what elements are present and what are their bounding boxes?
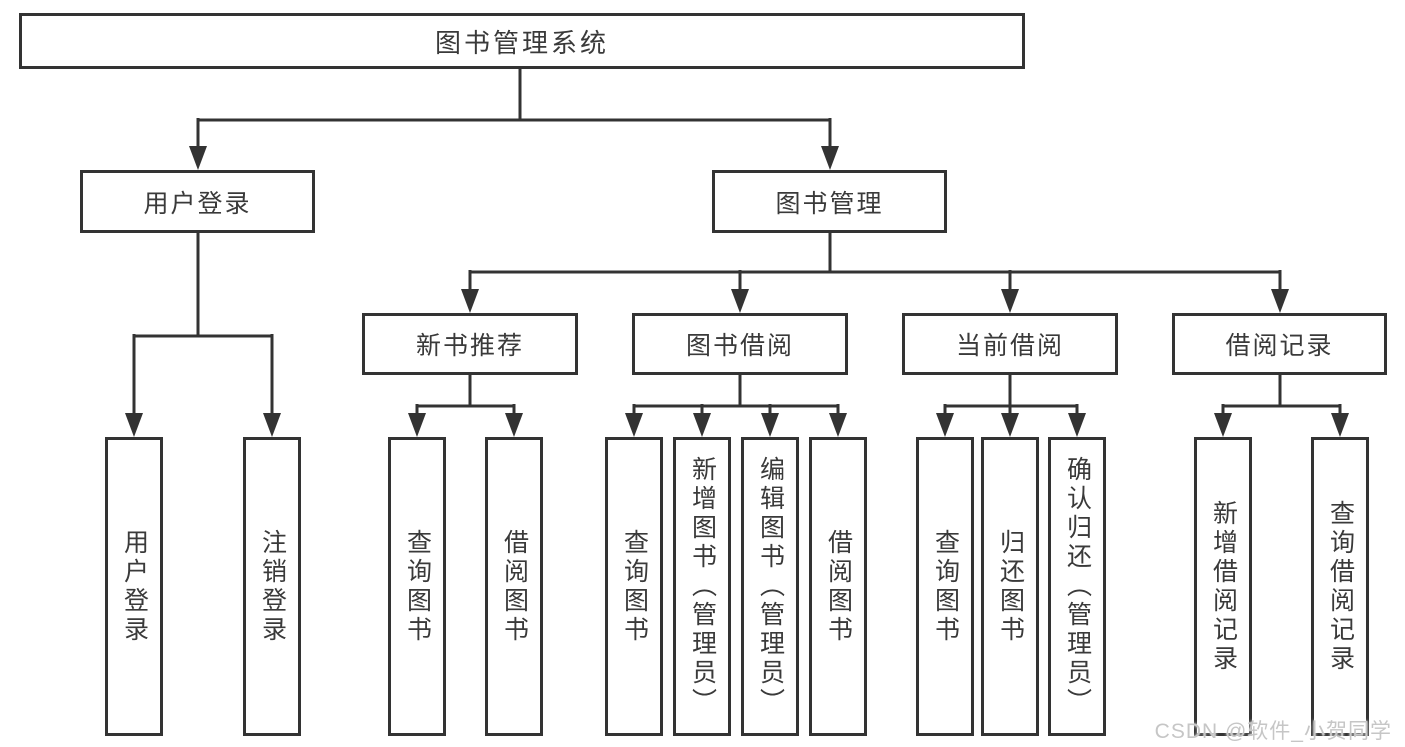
leaf-current-query-books: 查询图书: [916, 437, 974, 736]
leaf-borrow-query-books-label: 查询图书: [620, 528, 649, 645]
leaf-borrow-query-books: 查询图书: [605, 437, 663, 736]
node-borrow-records: 借阅记录: [1172, 313, 1387, 375]
node-root-label: 图书管理系统: [434, 27, 609, 58]
arrowheads: [125, 146, 1349, 437]
leaf-borrow-borrow-books-label: 借阅图书: [824, 528, 853, 645]
node-root: 图书管理系统: [19, 13, 1025, 69]
leaf-borrow-edit-books-admin-label: 编辑图书（管理员）: [756, 456, 785, 717]
leaf-user-login: 用户登录: [105, 437, 163, 736]
leaf-current-query-books-label: 查询图书: [931, 528, 960, 645]
leaf-borrow-add-books-admin-label: 新增图书（管理员）: [688, 456, 717, 717]
node-new-book-rec: 新书推荐: [362, 313, 578, 375]
node-new-book-rec-label: 新书推荐: [415, 332, 524, 360]
leaf-user-login-label: 用户登录: [120, 528, 149, 645]
leaf-current-confirm-return-admin-label: 确认归还（管理员）: [1063, 456, 1092, 717]
leaf-borrow-borrow-books: 借阅图书: [809, 437, 867, 736]
leaf-borrow-edit-books-admin: 编辑图书（管理员）: [741, 437, 799, 736]
leaf-newbook-query-books: 查询图书: [388, 437, 446, 736]
leaf-newbook-borrow-books: 借阅图书: [485, 437, 543, 736]
csdn-watermark: CSDN @软件_小贺同学: [1154, 720, 1392, 743]
node-book-borrow: 图书借阅: [632, 313, 848, 375]
leaf-records-add-record: 新增借阅记录: [1194, 437, 1252, 736]
node-book-borrow-label: 图书借阅: [685, 332, 794, 360]
node-current-borrow: 当前借阅: [902, 313, 1118, 375]
leaf-newbook-borrow-books-label: 借阅图书: [500, 528, 529, 645]
node-book-mgmt-label: 图书管理: [775, 189, 884, 218]
leaf-current-return-books-label: 归还图书: [996, 528, 1025, 645]
node-current-borrow-label: 当前借阅: [955, 332, 1064, 360]
node-user-login-label: 用户登录: [143, 189, 252, 218]
node-user-login: 用户登录: [80, 170, 315, 233]
leaf-current-return-books: 归还图书: [981, 437, 1039, 736]
leaf-records-query-record: 查询借阅记录: [1311, 437, 1369, 736]
leaf-records-query-record-label: 查询借阅记录: [1326, 499, 1355, 674]
node-borrow-records-label: 借阅记录: [1225, 332, 1334, 360]
leaf-current-confirm-return-admin: 确认归还（管理员）: [1048, 437, 1106, 736]
leaf-logout: 注销登录: [243, 437, 301, 736]
leaf-newbook-query-books-label: 查询图书: [403, 528, 432, 645]
node-book-mgmt: 图书管理: [712, 170, 947, 233]
leaf-logout-label: 注销登录: [258, 528, 287, 645]
leaf-records-add-record-label: 新增借阅记录: [1209, 499, 1238, 674]
leaf-borrow-add-books-admin: 新增图书（管理员）: [673, 437, 731, 736]
